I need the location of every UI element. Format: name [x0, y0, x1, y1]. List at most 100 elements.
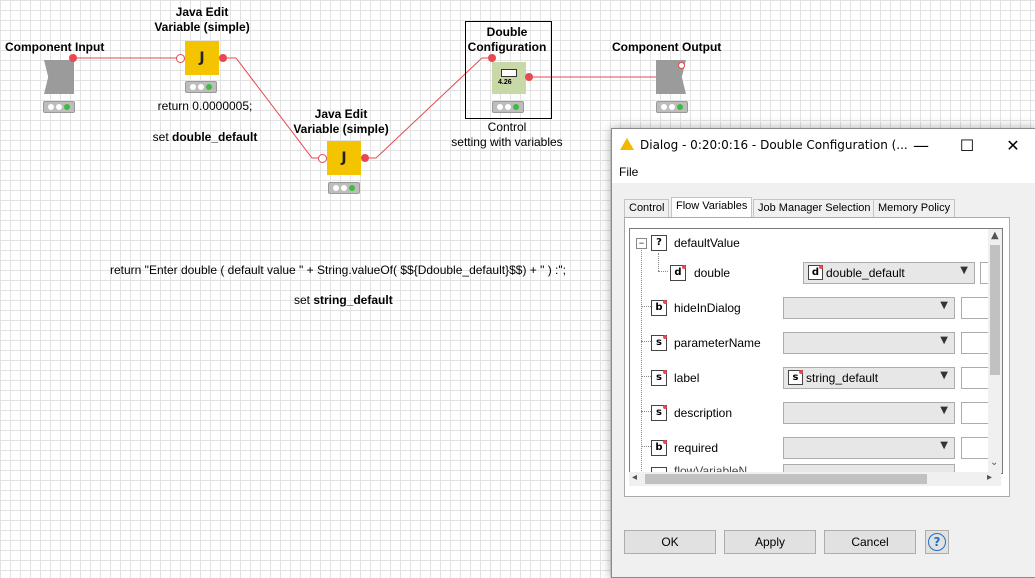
- chevron-down-icon: ▼: [940, 370, 948, 381]
- tree-row-defaultvalue[interactable]: − ? defaultValue: [630, 229, 1002, 259]
- tree-row-label: double: [694, 266, 731, 280]
- set-variable: string_default: [313, 293, 393, 307]
- java-edit-1-title: Java Edit Variable (simple): [154, 5, 250, 34]
- scroll-down-icon[interactable]: ⌄: [990, 457, 999, 468]
- java-edit-2-out-port[interactable]: [361, 154, 369, 162]
- select-value: double_default: [826, 266, 905, 280]
- tree-row-label: parameterName: [674, 336, 761, 350]
- chevron-down-icon: ▼: [940, 335, 948, 346]
- config-badge: 4.26: [498, 79, 512, 86]
- ok-button[interactable]: OK: [624, 530, 716, 554]
- tab-flow-variables[interactable]: Flow Variables: [671, 197, 753, 218]
- double-type-icon: d: [808, 265, 823, 280]
- flow-variables-tree: − ? defaultValue d double d double_defau…: [629, 228, 1003, 474]
- set-variable: double_default: [172, 130, 258, 144]
- chevron-down-icon: ▼: [940, 440, 948, 451]
- vertical-scrollbar[interactable]: ▲ ⌄: [988, 229, 1002, 473]
- java-icon: J: [199, 50, 205, 66]
- dialog-menubar: File: [612, 161, 1035, 183]
- component-output-port[interactable]: [678, 62, 685, 69]
- tree-row-label: description: [674, 406, 733, 420]
- string-type-icon: [651, 467, 667, 473]
- dialog-title: Dialog - 0:20:0:16 - Double Configuratio…: [640, 138, 908, 152]
- dialog-titlebar[interactable]: Dialog - 0:20:0:16 - Double Configuratio…: [612, 129, 1035, 161]
- horizontal-scrollbar[interactable]: ◂ ▸: [629, 472, 1001, 486]
- connection-java2-to-config: [366, 57, 492, 159]
- java-edit-2-title: Java Edit Variable (simple): [293, 107, 389, 136]
- configuration-dialog: Dialog - 0:20:0:16 - Double Configuratio…: [611, 128, 1035, 578]
- chevron-down-icon: ▼: [940, 300, 948, 311]
- tree-row-label: flowVariableN...: [674, 464, 758, 474]
- double-config-out-port[interactable]: [525, 73, 533, 81]
- label-variable-select[interactable]: s string_default ▼: [783, 367, 955, 389]
- help-button[interactable]: ?: [925, 530, 949, 554]
- tree-row-parametername[interactable]: s parameterName ▼: [630, 329, 1002, 359]
- tree-row-double[interactable]: d double d double_default ▼: [630, 253, 1002, 289]
- tree-row-label[interactable]: s label s string_default ▼: [630, 364, 1002, 394]
- java-edit-1-in-port[interactable]: [176, 54, 185, 63]
- workflow-annotation-set: set string_default: [294, 293, 393, 308]
- scroll-left-icon[interactable]: ◂: [632, 472, 638, 483]
- workflow-annotation-code: return "Enter double ( default value " +…: [110, 263, 566, 277]
- unknown-type-icon: ?: [651, 235, 667, 251]
- apply-button[interactable]: Apply: [724, 530, 816, 554]
- cancel-button[interactable]: Cancel: [824, 530, 916, 554]
- close-button[interactable]: ✕: [1006, 135, 1020, 155]
- java-edit-1-out-port[interactable]: [219, 54, 227, 62]
- double-config-node[interactable]: 4.26: [492, 62, 526, 94]
- set-prefix: set: [152, 130, 172, 144]
- help-icon: ?: [928, 533, 946, 551]
- double-variable-select[interactable]: d double_default ▼: [803, 262, 975, 284]
- hideindialog-variable-select[interactable]: ▼: [783, 297, 955, 319]
- java-edit-1-node[interactable]: J: [185, 41, 219, 75]
- vertical-scroll-thumb[interactable]: [990, 245, 1000, 375]
- scroll-up-icon[interactable]: ▲: [991, 230, 999, 241]
- horizontal-scroll-thumb[interactable]: [645, 474, 927, 484]
- set-prefix: set: [294, 293, 314, 307]
- java-edit-2-node[interactable]: J: [327, 141, 361, 175]
- java-edit-2-in-port[interactable]: [318, 154, 327, 163]
- boolean-type-icon: b: [651, 440, 667, 456]
- double-type-icon: d: [670, 265, 686, 281]
- parametername-variable-select[interactable]: ▼: [783, 332, 955, 354]
- string-type-icon: s: [651, 405, 667, 421]
- java-edit-2-status: [328, 182, 360, 194]
- tree-line: [641, 239, 642, 473]
- warning-icon: [620, 138, 634, 150]
- component-output-status: [656, 101, 688, 113]
- double-config-in-port[interactable]: [488, 54, 496, 62]
- tree-row-description[interactable]: s description ▼: [630, 399, 1002, 429]
- tab-control[interactable]: Control: [624, 199, 670, 217]
- menu-file[interactable]: File: [619, 165, 639, 179]
- maximize-button[interactable]: ☐: [959, 135, 975, 155]
- description-variable-select[interactable]: ▼: [783, 402, 955, 424]
- java-icon: J: [341, 150, 347, 166]
- tree-line: [641, 341, 651, 342]
- string-type-icon: s: [788, 370, 803, 385]
- double-config-status: [492, 101, 524, 113]
- double-config-description: Control setting with variables: [451, 120, 563, 149]
- tab-memory-policy[interactable]: Memory Policy: [873, 199, 956, 217]
- string-type-icon: s: [651, 335, 667, 351]
- required-variable-select[interactable]: ▼: [783, 437, 955, 459]
- tree-line: [641, 446, 651, 447]
- partial-variable-select[interactable]: [783, 464, 955, 473]
- tree-row-label: hideInDialog: [674, 301, 741, 315]
- java-edit-1-status: [185, 81, 217, 93]
- component-input-label: Component Input: [5, 40, 105, 54]
- connection-java1-to-java2: [224, 57, 322, 159]
- tab-job-manager-selection[interactable]: Job Manager Selection: [753, 199, 876, 217]
- tree-row-required[interactable]: b required ▼: [630, 434, 1002, 464]
- component-input-port[interactable]: [69, 54, 77, 62]
- scroll-right-icon[interactable]: ▸: [987, 472, 993, 483]
- minimize-button[interactable]: —: [913, 135, 929, 155]
- tree-row-hideindialog[interactable]: b hideInDialog ▼: [630, 294, 1002, 324]
- tree-line: [658, 253, 659, 271]
- tree-row-partial[interactable]: flowVariableN...: [630, 464, 1002, 474]
- tree-row-label: label: [674, 371, 700, 385]
- boolean-type-icon: b: [651, 300, 667, 316]
- double-config-title: Double Configuration: [467, 25, 547, 54]
- chevron-down-icon: ▼: [940, 405, 948, 416]
- component-input-node[interactable]: [44, 60, 74, 94]
- collapse-toggle[interactable]: −: [636, 238, 647, 249]
